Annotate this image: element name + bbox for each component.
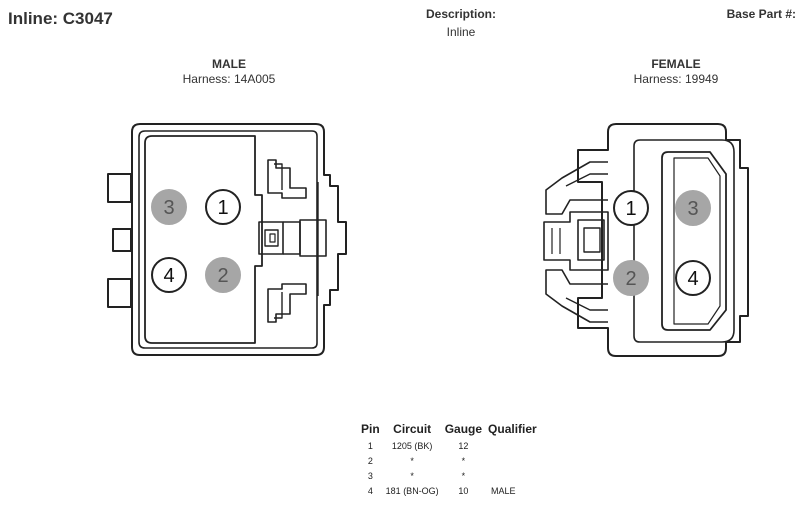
gauge-cell: * <box>461 456 466 466</box>
male-lock-slider <box>299 219 327 257</box>
male-pin-2-label: 2 <box>217 265 228 287</box>
pin-table-header-row: Pin Circuit Gauge Qualifier <box>358 422 540 440</box>
female-pin-2-circle <box>613 260 649 296</box>
table-row: 2 * * <box>358 455 540 470</box>
base-part-label: Base Part #: <box>726 7 796 21</box>
female-pin-3-circle <box>675 190 711 226</box>
female-pin-1-circle <box>613 190 649 226</box>
qualifier-cell <box>485 470 540 485</box>
male-pin-1-circle <box>205 189 241 225</box>
male-lock-frame <box>258 221 284 255</box>
female-lock-window <box>583 227 601 253</box>
female-latch-lower <box>545 269 608 323</box>
female-pin-group: 1 3 2 4 <box>613 190 711 296</box>
circuit-cell: 1205 (BK) <box>391 441 433 451</box>
male-pin-cavity <box>144 135 263 344</box>
pin-cell: 2 <box>367 456 373 466</box>
qualifier-cell <box>485 455 540 470</box>
male-inner-shell <box>138 130 318 349</box>
male-pin-3-label: 3 <box>163 197 174 219</box>
male-latch-lower <box>267 283 307 323</box>
male-pin-1-label: 1 <box>217 197 228 219</box>
male-pin-4-label: 4 <box>163 265 174 287</box>
description-label: Description: <box>425 7 496 21</box>
male-harness: Harness: 14A005 <box>182 72 276 86</box>
gauge-cell: * <box>461 471 466 481</box>
male-outer-shell <box>131 123 347 356</box>
pin-table: Pin Circuit Gauge Qualifier 1 1205 (BK) … <box>358 422 540 500</box>
male-label: MALE <box>212 57 246 71</box>
gauge-cell: 12 <box>458 441 469 451</box>
qualifier-header: Qualifier <box>488 422 537 436</box>
male-latch-upper <box>267 159 307 199</box>
female-outer-shell <box>577 123 749 357</box>
qualifier-cell <box>485 440 540 455</box>
circuit-header: Circuit <box>393 422 432 436</box>
female-pin-2-label: 2 <box>625 268 636 290</box>
table-row: 4 181 (BN-OG) 10 MALE <box>358 485 540 500</box>
pin-cell: 3 <box>367 471 373 481</box>
circuit-cell: * <box>410 471 414 481</box>
pin-header: Pin <box>361 422 380 436</box>
female-pin-4-circle <box>675 260 711 296</box>
male-pin-group: 3 1 4 2 <box>151 189 241 293</box>
connector-title: Inline: C3047 <box>8 9 113 28</box>
female-latch-upper <box>545 161 608 215</box>
circuit-cell: * <box>410 456 414 466</box>
female-pin-1-label: 1 <box>625 198 636 220</box>
female-lock-frame <box>577 219 605 261</box>
male-pin-3-circle <box>151 189 187 225</box>
pin-cell: 1 <box>367 441 373 451</box>
gauge-header: Gauge <box>444 422 483 436</box>
male-lock-window <box>264 229 279 247</box>
female-inner-wall <box>633 139 735 343</box>
table-row: 3 * * <box>358 470 540 485</box>
circuit-cell: 181 (BN-OG) <box>385 486 439 496</box>
female-harness: Harness: 19949 <box>633 72 719 86</box>
male-pin-2-circle <box>205 257 241 293</box>
pin-cell: 4 <box>367 486 373 496</box>
table-row: 1 1205 (BK) 12 <box>358 440 540 455</box>
female-keyed-chamber <box>661 151 727 331</box>
female-pin-3-label: 3 <box>687 198 698 220</box>
description-value: Inline <box>446 25 476 39</box>
female-label: FEMALE <box>651 57 701 71</box>
female-lock-block <box>543 211 609 271</box>
female-pin-4-label: 4 <box>687 268 698 290</box>
gauge-cell: 10 <box>458 486 469 496</box>
male-pin-4-circle <box>151 257 187 293</box>
qualifier-cell: MALE <box>491 486 516 496</box>
